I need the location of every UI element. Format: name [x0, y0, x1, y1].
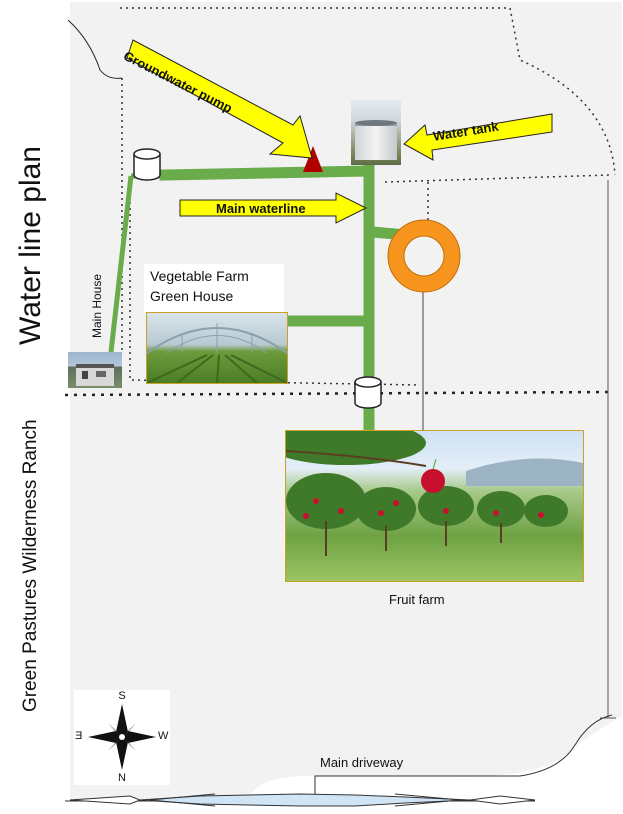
groundwater-pump-arrow [126, 39, 313, 159]
compass-right-letter: W [158, 730, 169, 742]
property-lines [120, 7, 616, 386]
driveway-road [314, 714, 613, 800]
orchard-scene [286, 431, 583, 556]
main-waterline-arrow [179, 192, 368, 224]
greenhouse-frame [147, 323, 287, 383]
main-waterline-callout: Main waterline [216, 201, 306, 216]
compass-rose: S N E W [74, 690, 170, 785]
compass-top-letter: S [118, 690, 126, 702]
fruit-orchard-photo [285, 430, 584, 582]
compass-left-letter: E [75, 730, 83, 742]
main-driveway-label: Main driveway [320, 755, 404, 770]
ranch-name-title: Green Pastures Wilderness Ranch [20, 419, 41, 712]
divider-line [64, 390, 611, 397]
creek-symbol [65, 793, 536, 807]
vegetable-farm-label-line2: Green House [150, 288, 234, 304]
boundary-curve-top-left [67, 19, 123, 79]
pump-icon [303, 146, 323, 172]
house-pipe [108, 175, 134, 353]
water-line-plan-title: Water line plan [14, 146, 47, 345]
main-house-photo [68, 352, 122, 388]
main-house-label: Main House [90, 273, 104, 338]
cylinder-tank-icon [133, 148, 161, 181]
water-tank-arrow [403, 113, 553, 161]
cylinder-tank-icon [354, 376, 382, 409]
compass-star-icon [88, 704, 156, 770]
vegetable-farm-label-line1: Vegetable Farm [150, 268, 249, 284]
vegetable-farm-card: Vegetable Farm Green House [144, 264, 284, 312]
fruit-farm-label: Fruit farm [389, 592, 445, 607]
ring-reservoir-icon [388, 220, 460, 292]
greenhouse-photo [146, 312, 288, 384]
water-tank-photo [351, 100, 401, 165]
compass-bottom-letter: N [118, 772, 126, 784]
